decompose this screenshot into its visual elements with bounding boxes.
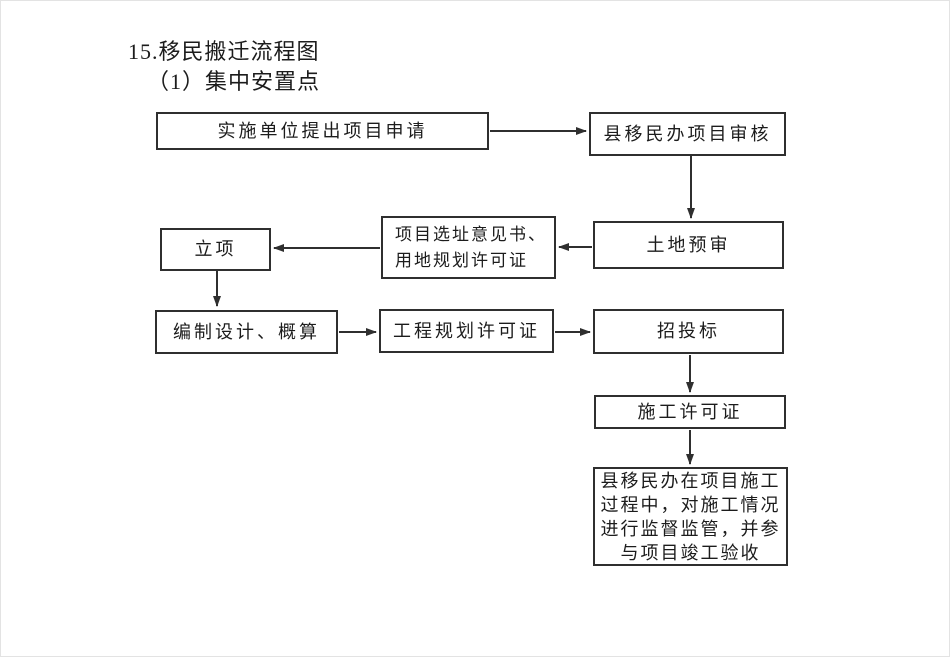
flow-node-planning-permit: 工程规划许可证 (379, 309, 554, 353)
flow-node-bidding: 招投标 (593, 309, 784, 354)
flow-node-county-review: 县移民办项目审核 (589, 112, 786, 156)
flow-node-apply: 实施单位提出项目申请 (156, 112, 489, 150)
flow-node-land-preexam: 土地预审 (593, 221, 784, 269)
flow-node-site-opinion: 项目选址意见书、 用地规划许可证 (381, 216, 556, 279)
flow-node-construction-permit: 施工许可证 (594, 395, 786, 429)
flow-node-design-budget: 编制设计、概算 (155, 310, 338, 354)
page-title: 15.移民搬迁流程图 (128, 39, 320, 64)
flow-node-supervision: 县移民办在项目施工 过程中，对施工情况 进行监督监管，并参 与项目竣工验收 (593, 467, 788, 566)
flow-node-project-approval: 立项 (160, 228, 271, 271)
section-subtitle: （1）集中安置点 (147, 69, 321, 94)
